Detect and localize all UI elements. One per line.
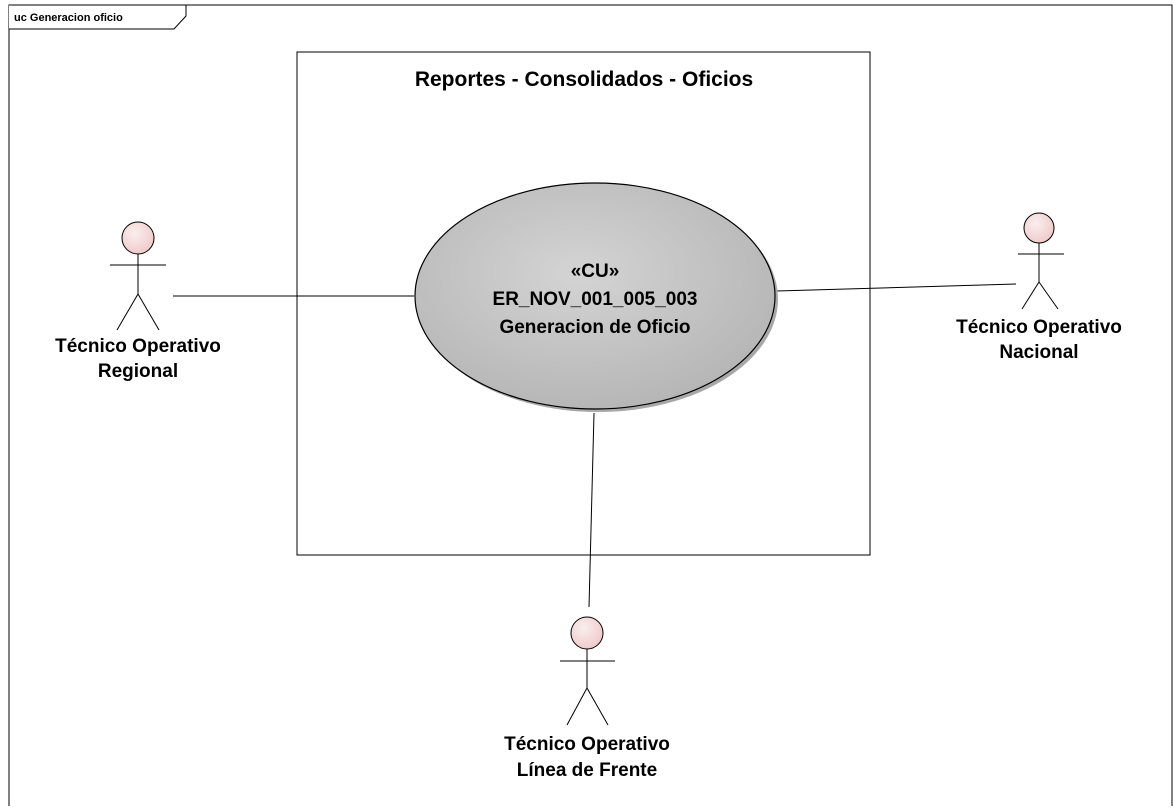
- actor-nacional-label-line1: Técnico Operativo: [956, 317, 1122, 338]
- system-boundary-title: Reportes - Consolidados - Oficios: [415, 68, 753, 91]
- actor-nacional-label-line2: Nacional: [999, 342, 1078, 363]
- association-frente: [588, 412, 595, 608]
- associations: [173, 283, 1017, 608]
- use-case[interactable]: «CU» ER_NOV_001_005_003 Generacion de Of…: [414, 182, 778, 412]
- actor-figure-icon: [560, 616, 615, 726]
- actor-figure-icon: [1018, 212, 1064, 310]
- diagram-frame: uc Generacion oficio: [8, 4, 1173, 806]
- use-case-name: Generacion de Oficio: [499, 317, 690, 338]
- actor-regional-label-line1: Técnico Operativo: [55, 336, 221, 357]
- use-case-id: ER_NOV_001_005_003: [493, 289, 698, 310]
- actor-regional-label-line2: Regional: [98, 361, 178, 382]
- actor-figure-icon: [110, 221, 166, 331]
- use-case-ellipse[interactable]: [414, 182, 776, 410]
- actor-frente-label-line1: Técnico Operativo: [504, 734, 670, 755]
- actor-nacional[interactable]: Técnico Operativo Nacional: [956, 212, 1122, 363]
- association-nacional: [776, 283, 1017, 292]
- actor-linea-de-frente[interactable]: Técnico Operativo Línea de Frente: [504, 616, 670, 781]
- actor-frente-label-line2: Línea de Frente: [517, 760, 657, 781]
- actor-regional[interactable]: Técnico Operativo Regional: [55, 221, 221, 382]
- frame-label: uc Generacion oficio: [14, 12, 123, 24]
- use-case-stereotype: «CU»: [571, 261, 620, 282]
